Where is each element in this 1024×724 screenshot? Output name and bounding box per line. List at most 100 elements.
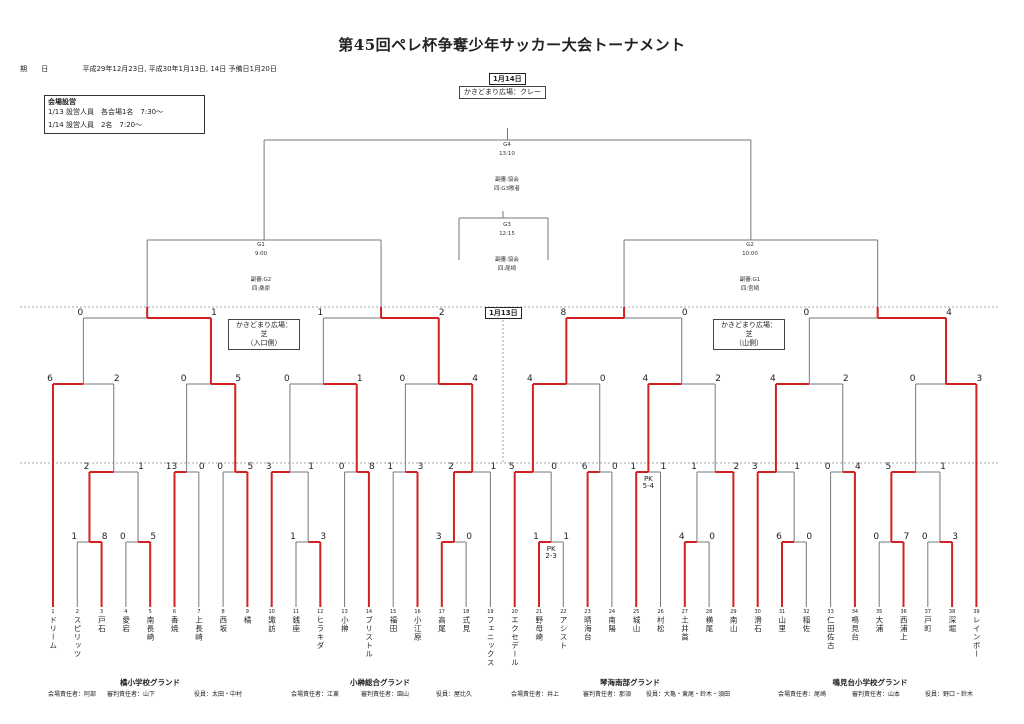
score-label: 1	[317, 308, 323, 318]
score-label: 1	[357, 374, 363, 384]
team-number: 10	[268, 609, 275, 615]
team-name: 香焼	[170, 616, 180, 633]
score-label: 0	[78, 308, 84, 318]
game-g1-info: G1 9:00 副審:G2 四:桑原	[231, 241, 291, 294]
score-label: 3	[418, 462, 424, 472]
score-label: 2	[734, 462, 740, 472]
game-g2-ref2: 四:宮崎	[740, 286, 760, 292]
team-number: 23	[584, 609, 591, 615]
team-number: 31	[778, 609, 786, 615]
team-number: 17	[438, 609, 445, 615]
score-label: 4	[679, 532, 685, 542]
score-label: 8	[369, 462, 375, 472]
score-label: 4	[642, 374, 648, 384]
score-label: 4	[946, 308, 952, 318]
team-name: エクセデール	[510, 616, 520, 667]
team-name: 深堀	[947, 616, 957, 633]
team-number: 16	[414, 609, 421, 615]
team-number: 34	[851, 609, 859, 615]
score-label: 6	[47, 374, 53, 384]
score-label: 1	[940, 462, 946, 472]
score-label: 0	[600, 374, 606, 384]
team-number: 11	[292, 609, 300, 615]
team-name: 土井首	[680, 616, 690, 642]
venue-left-line1: かきどまり広場：芝	[236, 321, 292, 338]
team-number: 39	[973, 609, 980, 615]
ground-1-ref-mgr: 審判責任者：山下	[107, 691, 156, 698]
team-number: 8	[221, 609, 225, 615]
score-label: 0	[217, 462, 223, 472]
score-label: 7	[904, 532, 910, 542]
score-label: 4	[472, 374, 478, 384]
team-name: 滑石	[753, 616, 763, 633]
team-name: ヒラキダ	[316, 616, 326, 650]
game-g3-info: G3 12:15 副審:協会 四:尾崎	[477, 221, 537, 274]
score-label: 0	[612, 462, 618, 472]
dates-line: 期 日 平成29年12月23日, 平成30年1月13日, 14日 予備日1月20…	[20, 64, 277, 74]
team-name: レインボー	[972, 616, 982, 659]
setup-line-2: 1/14 設営人員 2名 7:20～	[48, 121, 143, 129]
setup-heading: 会場設営	[48, 98, 76, 106]
ground-4-ref-mgr: 審判責任者：山本	[852, 691, 901, 698]
pk-result: 5-4	[643, 482, 655, 490]
game-g1-id: G1	[257, 242, 265, 248]
team-number: 15	[390, 609, 397, 615]
team-name: 野母崎	[534, 616, 544, 642]
score-label: 1	[211, 308, 217, 318]
score-label: 0	[284, 374, 290, 384]
score-label: 0	[199, 462, 205, 472]
team-number: 30	[754, 609, 761, 615]
score-label: 2	[439, 308, 445, 318]
ground-4-venue-mgr: 会場責任者：尾崎	[778, 691, 827, 698]
team-name: 稲佐	[802, 616, 812, 633]
day14-venue: かきどまり広場：クレー	[459, 86, 546, 99]
pk-result: 2-3	[545, 552, 556, 560]
score-label: 1	[661, 462, 667, 472]
page-title: 第45回ペレ杯争奪少年サッカー大会トーナメント	[338, 36, 686, 54]
team-number: 7	[197, 609, 201, 615]
team-number: 4	[124, 609, 128, 615]
team-number: 13	[341, 609, 348, 615]
team-name: 西坂	[218, 616, 228, 633]
ground-1-venue-mgr: 会場責任者：阿部	[48, 691, 97, 698]
score-label: 0	[709, 532, 715, 542]
score-label: 6	[776, 532, 782, 542]
score-label: 3	[977, 374, 983, 384]
ground-2-staff: 役員：屋比久	[436, 691, 473, 698]
score-label: 1	[533, 532, 539, 542]
team-name: ブリストル	[364, 616, 374, 659]
ground-3-staff: 役員：大亀・東尾・鈴木・須田	[646, 691, 731, 698]
team-name: 小榊	[340, 616, 350, 633]
score-label: 4	[855, 462, 861, 472]
score-label: 0	[551, 462, 557, 472]
team-name: 愛宕	[121, 616, 131, 633]
team-name: 戸町	[923, 616, 933, 633]
team-number: 28	[705, 609, 713, 615]
team-name: 橘	[243, 616, 253, 625]
game-g2-info: G2 10:00 副審:G1 四:宮崎	[720, 241, 780, 294]
day13-label: 1月13日	[485, 307, 522, 319]
pk-result: PK	[547, 545, 556, 553]
day14-label: 1月14日	[489, 73, 526, 85]
game-g4-ref1: 副審:協会	[495, 177, 519, 183]
game-g2-time: 10:00	[742, 251, 758, 257]
